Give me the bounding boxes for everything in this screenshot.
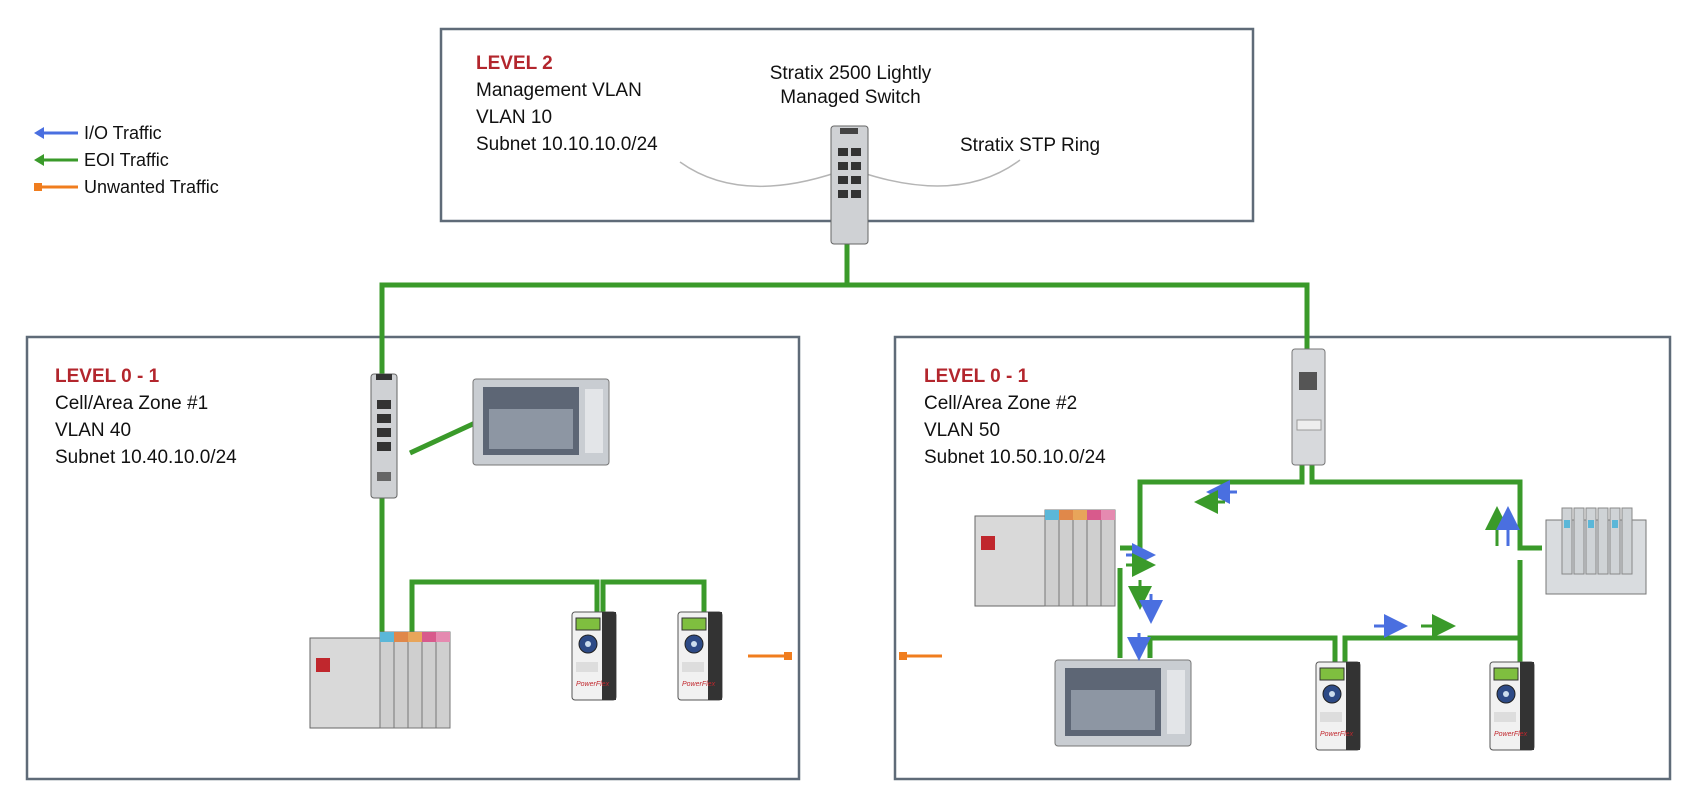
zone2-io-module-icon: [1545, 507, 1647, 595]
subnet: Subnet 10.10.10.0/24: [476, 134, 658, 155]
zone2-info: LEVEL 0 - 1 Cell/Area Zone #2 VLAN 50 Su…: [924, 363, 1106, 471]
stratix-2500-switch-icon: [830, 125, 869, 245]
unwanted-traffic-zone2: [899, 652, 942, 660]
vlan-id: VLAN 40: [55, 420, 132, 441]
legend-item-unwanted: Unwanted Traffic: [34, 174, 219, 201]
zone1-switch-icon: [370, 373, 398, 499]
legend-label: I/O Traffic: [84, 123, 162, 143]
zone-name: Cell/Area Zone #2: [924, 393, 1078, 414]
zone2-drive-2-icon: [1489, 661, 1535, 751]
switch-caption: Stratix 2500 Lightly Managed Switch: [748, 62, 953, 110]
network-links: [379, 243, 1542, 664]
zone2-box: [893, 335, 1672, 781]
vlan-name: Management VLAN: [476, 80, 642, 101]
legend-label: Unwanted Traffic: [84, 177, 219, 197]
zone2-drive-1-icon: [1315, 661, 1361, 751]
stp-ring-right-arc: [859, 159, 1021, 187]
zone1-controller-icon: [309, 631, 451, 729]
arrow-left-icon: [34, 154, 78, 166]
stp-ring-left-arc: [679, 161, 839, 188]
level-heading: LEVEL 0 - 1: [55, 366, 160, 387]
subnet: Subnet 10.50.10.0/24: [924, 447, 1106, 468]
zone2-hmi-icon: [1054, 659, 1192, 747]
switch-caption-line-2: Managed Switch: [780, 87, 921, 108]
zone-name: Cell/Area Zone #1: [55, 393, 209, 414]
subnet: Subnet 10.40.10.0/24: [55, 447, 237, 468]
stp-ring-label: Stratix STP Ring: [960, 135, 1101, 156]
zone1-hmi-icon: [472, 378, 610, 466]
vlan-id: VLAN 10: [476, 107, 553, 128]
zone2-controller-icon: [974, 509, 1116, 607]
zone2-switch-icon: [1291, 348, 1326, 466]
traffic-arrows: [1126, 480, 1520, 661]
level-heading: LEVEL 0 - 1: [924, 366, 1029, 387]
level-heading: LEVEL 2: [476, 53, 553, 74]
legend: I/O Traffic EOI Traffic Unwanted Traffic: [34, 120, 219, 201]
level2-info: LEVEL 2 Management VLAN VLAN 10 Subnet 1…: [476, 50, 658, 158]
square-end-line-icon: [34, 183, 78, 191]
legend-item-eoi: EOI Traffic: [34, 147, 219, 174]
vlan-id: VLAN 50: [924, 420, 1001, 441]
switch-caption-line-1: Stratix 2500 Lightly: [769, 63, 932, 84]
zone1-drive-1-icon: [571, 611, 617, 701]
legend-label: EOI Traffic: [84, 150, 169, 170]
zone1-box: [25, 335, 801, 781]
zone1-drive-2-icon: [677, 611, 723, 701]
arrow-left-icon: [34, 127, 78, 139]
legend-item-io: I/O Traffic: [34, 120, 219, 147]
zone1-info: LEVEL 0 - 1 Cell/Area Zone #1 VLAN 40 Su…: [55, 363, 237, 471]
unwanted-traffic-zone1: [748, 652, 792, 660]
